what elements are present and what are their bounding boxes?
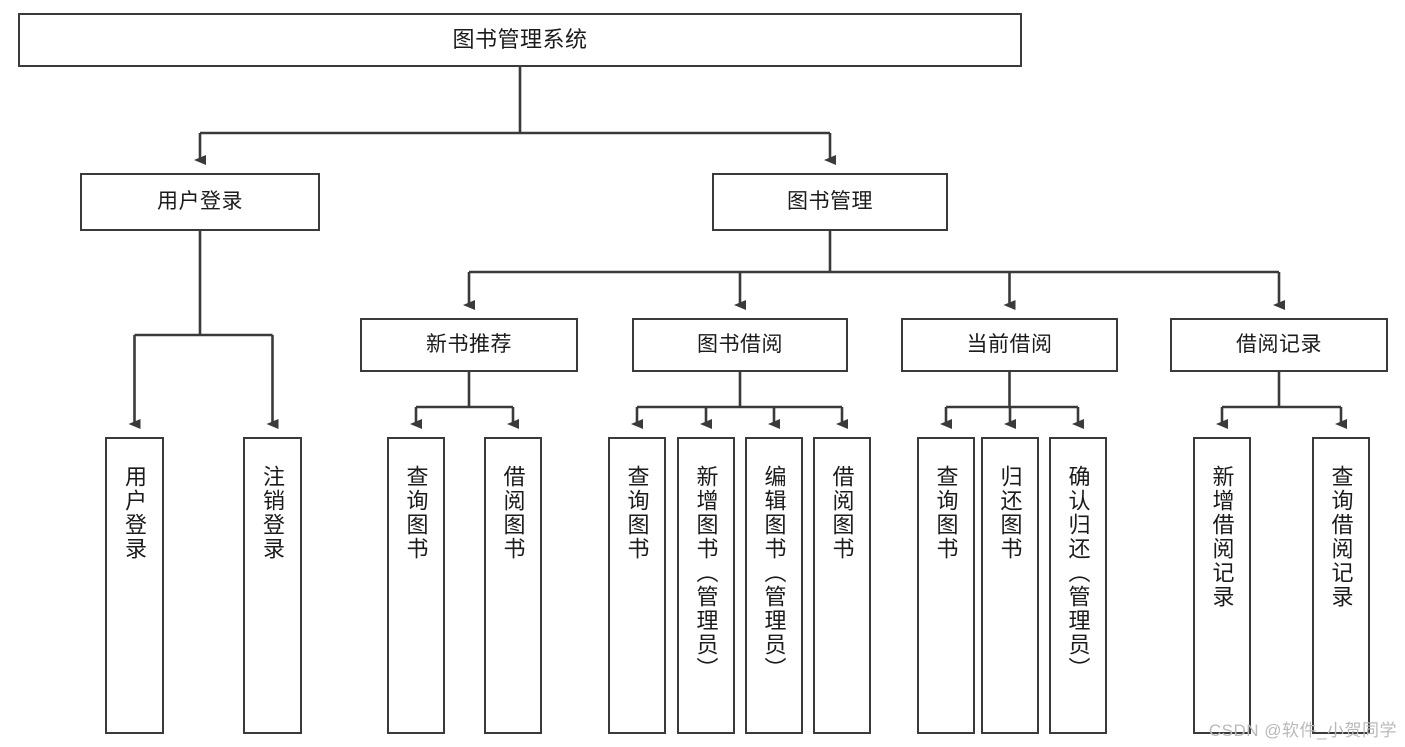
node-label: 图书管理系统: [452, 27, 588, 53]
node-leaf-bb-borrow[interactable]: 借阅图书: [813, 437, 871, 734]
node-label: 用户登录: [157, 189, 243, 213]
node-leaf-rec-borrow[interactable]: 借阅图书: [484, 437, 542, 734]
node-book-manage[interactable]: 图书管理: [712, 173, 948, 231]
node-label: 新书推荐: [426, 332, 512, 356]
node-borrow-record[interactable]: 借阅记录: [1170, 318, 1388, 372]
node-leaf-cb-return[interactable]: 归还图书: [981, 437, 1039, 734]
node-label: 用户登录: [122, 465, 148, 561]
node-label: 查询图书: [403, 465, 429, 561]
node-label: 查询借阅记录: [1328, 465, 1354, 609]
node-label: 图书借阅: [697, 332, 783, 356]
node-leaf-br-query[interactable]: 查询借阅记录: [1312, 437, 1370, 734]
node-book-borrow[interactable]: 图书借阅: [632, 318, 848, 372]
node-label: 新增借阅记录: [1209, 465, 1235, 609]
node-label: 编辑图书（管理员）: [761, 465, 787, 681]
node-leaf-user-logout[interactable]: 注销登录: [243, 437, 302, 734]
node-leaf-cb-confirm[interactable]: 确认归还（管理员）: [1049, 437, 1107, 734]
node-leaf-rec-query[interactable]: 查询图书: [387, 437, 445, 734]
node-label: 当前借阅: [966, 332, 1053, 356]
node-label: 借阅记录: [1236, 332, 1322, 356]
node-leaf-br-add[interactable]: 新增借阅记录: [1193, 437, 1251, 734]
node-leaf-bb-add[interactable]: 新增图书（管理员）: [677, 437, 735, 734]
node-label: 注销登录: [260, 465, 286, 561]
node-label: 新增图书（管理员）: [693, 465, 719, 681]
node-root[interactable]: 图书管理系统: [18, 13, 1022, 67]
watermark: CSDN @软件_小贺同学: [1208, 721, 1397, 740]
node-label: 图书管理: [787, 189, 873, 213]
node-leaf-cb-query[interactable]: 查询图书: [917, 437, 975, 734]
node-user-login[interactable]: 用户登录: [80, 173, 320, 231]
node-new-book-rec[interactable]: 新书推荐: [360, 318, 578, 372]
node-label: 借阅图书: [829, 465, 855, 561]
node-label: 查询图书: [624, 465, 650, 561]
node-label: 归还图书: [997, 465, 1023, 561]
node-leaf-bb-query[interactable]: 查询图书: [608, 437, 666, 734]
node-leaf-user-login[interactable]: 用户登录: [105, 437, 164, 734]
node-label: 确认归还（管理员）: [1065, 465, 1091, 681]
node-leaf-bb-edit[interactable]: 编辑图书（管理员）: [745, 437, 803, 734]
node-label: 查询图书: [933, 465, 959, 561]
node-current-borrow[interactable]: 当前借阅: [901, 318, 1118, 372]
node-label: 借阅图书: [500, 465, 526, 561]
